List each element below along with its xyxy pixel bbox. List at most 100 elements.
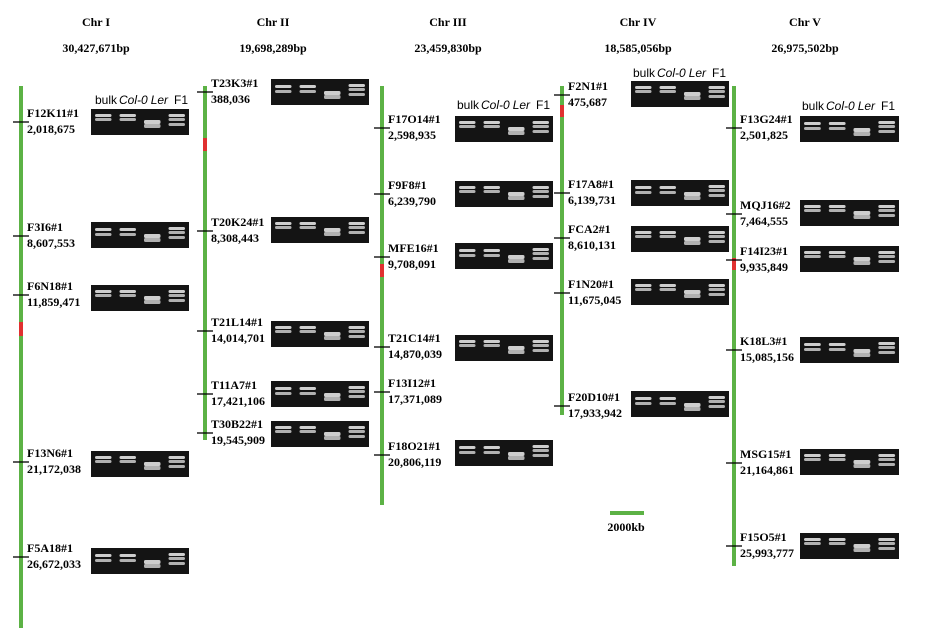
gel-band	[635, 397, 652, 400]
gel-background	[455, 116, 553, 142]
marker-name: F20D10#1	[568, 390, 620, 404]
gel-band	[168, 299, 185, 302]
gel-band	[168, 294, 185, 297]
gel-band	[659, 397, 676, 400]
gel-band	[684, 96, 701, 100]
gel-band	[828, 251, 846, 254]
marker-name: F13G24#1	[740, 112, 793, 126]
gel-band	[532, 248, 549, 251]
marker-position: 15,085,156	[740, 350, 794, 364]
gel-band	[828, 122, 846, 125]
gel-image	[91, 451, 189, 477]
gel-band	[708, 240, 725, 243]
marker: MFE16#19,708,091	[374, 241, 553, 271]
scale-bar-label: 2000kb	[607, 520, 645, 534]
marker: T30B22#119,545,909	[197, 417, 369, 447]
gel-band	[483, 186, 500, 189]
marker: MQJ16#27,464,555	[726, 198, 899, 228]
gel-band	[275, 326, 292, 329]
gel-band	[878, 260, 896, 263]
gel-band	[95, 233, 112, 236]
gel-band	[684, 196, 701, 200]
marker-position: 11,859,471	[27, 295, 80, 309]
gel-band	[275, 392, 292, 395]
gel-band	[708, 293, 725, 296]
marker: F14I23#19,935,849	[726, 244, 899, 274]
scale-bar-line	[610, 511, 644, 515]
marker-position: 14,014,701	[211, 331, 265, 345]
gel-band	[708, 400, 725, 403]
gel-band	[348, 93, 365, 96]
gel-background	[631, 279, 729, 305]
gel-background	[91, 451, 189, 477]
gel-band	[659, 402, 676, 405]
gel-band	[708, 194, 725, 197]
gel-band	[348, 84, 365, 87]
gel-band	[659, 90, 676, 93]
centromere	[19, 322, 23, 336]
gel-band	[95, 114, 112, 117]
gel-band	[299, 387, 316, 390]
gel-image	[91, 285, 189, 311]
marker: K18L3#115,085,156	[726, 334, 899, 364]
marker-position: 2,018,675	[27, 122, 75, 136]
gel-band	[878, 209, 896, 212]
gel-band	[878, 342, 896, 345]
marker-position: 475,687	[568, 95, 607, 109]
gel-band	[828, 343, 846, 346]
marker: T21C14#114,870,039	[374, 331, 553, 361]
gel-band	[878, 547, 896, 550]
gel-background	[271, 321, 369, 347]
gel-image	[91, 222, 189, 248]
gel-band	[348, 226, 365, 229]
gel-band	[878, 351, 896, 354]
gel-band	[684, 403, 701, 407]
marker-position: 11,675,045	[568, 293, 621, 307]
gel-band	[878, 463, 896, 466]
gel-image	[271, 381, 369, 407]
gel-band	[324, 393, 341, 397]
marker-position: 21,172,038	[27, 462, 81, 476]
gel-band	[828, 538, 846, 541]
marker-name: MFE16#1	[388, 241, 439, 255]
gel-band	[144, 560, 161, 564]
gel-band	[299, 426, 316, 429]
gel-band	[878, 214, 896, 217]
gel-band	[532, 186, 549, 189]
gel-band	[708, 86, 725, 89]
marker: F12K11#12,018,675	[13, 106, 189, 136]
marker: T21L14#114,014,701	[197, 315, 369, 347]
gel-band	[508, 259, 525, 263]
gel-band	[459, 125, 476, 128]
gel-image	[631, 180, 729, 206]
gel-band	[95, 559, 112, 562]
gel-band	[275, 330, 292, 333]
gel-background	[800, 449, 899, 475]
gel-band	[635, 86, 652, 89]
marker-position: 7,464,555	[740, 214, 788, 228]
gel-band	[532, 252, 549, 255]
gel-band	[275, 90, 292, 93]
gel-background	[271, 421, 369, 447]
gel-band	[324, 436, 341, 440]
gel-band	[532, 349, 549, 352]
gel-band	[144, 238, 161, 242]
gel-band	[659, 235, 676, 238]
marker-position: 17,421,106	[211, 394, 265, 408]
gel-band	[95, 118, 112, 121]
lane-label: Ler	[689, 66, 707, 80]
lane-label: Col-0	[657, 66, 686, 80]
gel-band	[804, 542, 821, 545]
scale-bar: 2000kb	[607, 511, 645, 534]
marker: F6N18#111,859,471	[13, 279, 189, 311]
gel-band	[508, 131, 525, 135]
gel-band	[299, 85, 316, 88]
gel-band	[144, 466, 161, 470]
gel-band	[684, 237, 701, 241]
gel-band	[635, 186, 652, 189]
gel-band	[459, 254, 476, 257]
gel-band	[348, 326, 365, 329]
gel-band	[878, 538, 896, 541]
